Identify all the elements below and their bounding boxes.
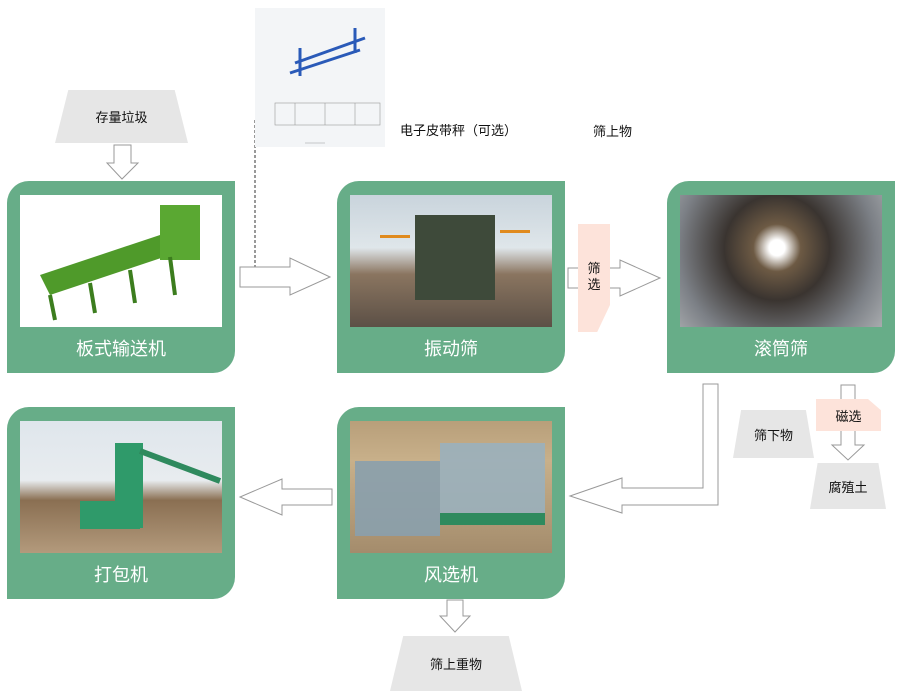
card-baler: 打包机 (7, 407, 235, 599)
card-plate-conveyor: 板式输送机 (7, 181, 235, 373)
card-label: 滚筒筛 (754, 339, 808, 360)
tag-screening: 筛选 (578, 224, 610, 332)
tag-magnetic-separation: 磁选 (816, 399, 881, 431)
belt-scale-drawing (255, 8, 385, 147)
air-separator-image (350, 421, 552, 553)
card-label: 板式输送机 (76, 339, 166, 360)
card-vibrating-screen: 振动筛 (337, 181, 565, 373)
output-undersize: 筛下物 (733, 410, 814, 458)
output-heavy-oversize: 筛上重物 (390, 636, 522, 691)
oversize-label: 筛上物 (593, 125, 633, 140)
output-humus: 腐殖土 (810, 463, 886, 509)
arrow-l-return (568, 383, 719, 514)
input-stock-waste: 存量垃圾 (55, 90, 188, 143)
card-label: 打包机 (94, 565, 148, 586)
card-label: 振动筛 (424, 339, 478, 360)
belt-scale-label: 电子皮带秤（可选） (400, 124, 518, 139)
plate-conveyor-image (20, 195, 222, 327)
arrow-down-heavy (438, 599, 472, 633)
card-trommel-screen: 滚筒筛 (667, 181, 895, 373)
card-label: 风选机 (424, 565, 478, 586)
baler-image (20, 421, 222, 553)
trommel-screen-image (680, 195, 882, 327)
vibrating-screen-image (350, 195, 552, 327)
arrow-right-1 (239, 257, 332, 296)
card-air-separator: 风选机 (337, 407, 565, 599)
arrow-down-input (105, 144, 140, 180)
arrow-left-3 (238, 478, 333, 516)
